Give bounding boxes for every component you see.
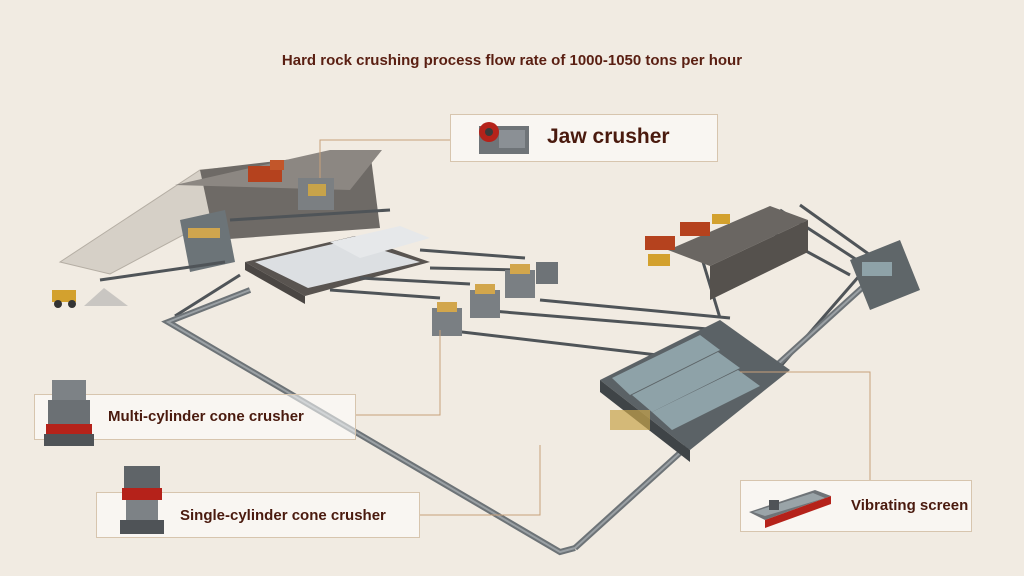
jaw-crusher-icon: [479, 122, 529, 154]
conveyor-10: [539, 298, 731, 320]
dump-truck-icon: [645, 236, 675, 250]
conveyor-4: [419, 248, 526, 260]
jaw-crusher-unit: [298, 178, 334, 210]
leader-screen: [740, 371, 871, 480]
jaw-crusher-label: Jaw crusher: [547, 125, 670, 148]
conveyor-6: [329, 288, 441, 300]
multi-cylinder-cone-crusher-icon: [44, 380, 94, 446]
gravel-pile: [84, 288, 128, 306]
conveyor-2: [229, 208, 391, 222]
conveyor-9: [479, 308, 721, 332]
cone-crushers: [432, 262, 558, 336]
loader-icon: [712, 214, 730, 224]
dump-truck-icon: [248, 160, 284, 182]
loader-icon: [52, 290, 76, 308]
dump-truck-icon: [680, 222, 710, 236]
leader-jaw: [319, 139, 450, 178]
conveyor-14: [799, 203, 871, 257]
jaw-crusher-callout: Jaw crusher: [450, 114, 718, 162]
vibrating-screen-callout: Vibrating screen: [740, 480, 972, 532]
leader-multi-cone: [355, 330, 441, 416]
leader-lines: [319, 139, 871, 516]
secondary-screen-unit: [850, 240, 920, 310]
conveyor-7: [359, 276, 471, 286]
leader-single-cone: [420, 445, 541, 516]
stockpile-bins: [245, 226, 430, 304]
screening-building: [600, 320, 790, 462]
diagram-title: Hard rock crushing process flow rate of …: [281, 52, 743, 69]
loader-icon: [648, 254, 670, 266]
single-cylinder-cone-crusher-icon: [120, 466, 164, 534]
single-cone-crusher-label: Single-cylinder cone crusher: [180, 507, 386, 524]
feeder-screen-unit: [180, 210, 235, 272]
conveyor-3: [174, 273, 241, 318]
conveyor-1: [99, 260, 226, 282]
right-stockyard: [645, 206, 808, 300]
vibrating-screen-label: Vibrating screen: [851, 497, 969, 514]
conveyor-5: [429, 266, 521, 272]
multi-cone-crusher-label: Multi-cylinder cone crusher: [108, 408, 304, 425]
vibrating-screen-icon: [749, 490, 831, 528]
